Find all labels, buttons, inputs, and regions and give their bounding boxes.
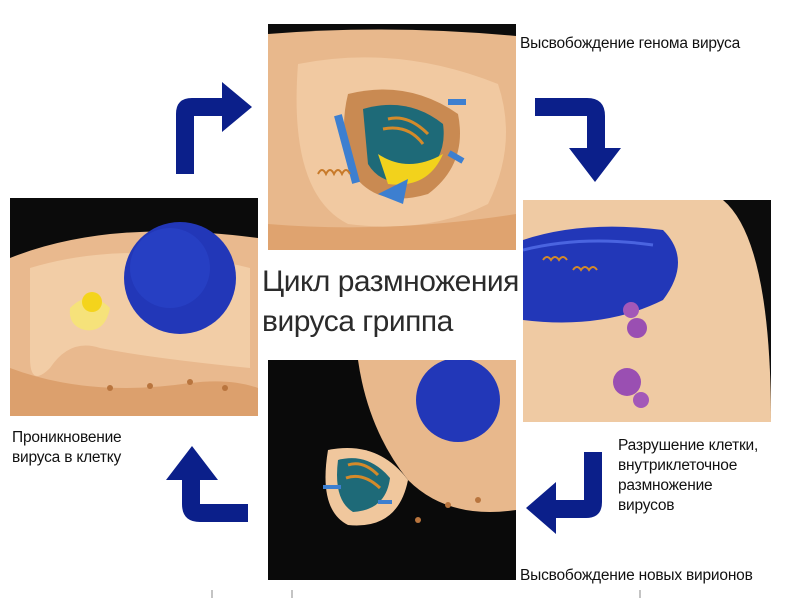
illustration-virion-release bbox=[268, 360, 516, 580]
diagram-title: Цикл размножения вируса гриппа bbox=[262, 262, 532, 342]
illustration-replication bbox=[523, 200, 771, 422]
illustration-genome-release bbox=[268, 24, 516, 250]
bottom-scan-marks bbox=[0, 586, 800, 600]
caption-release-genome: Высвобождение генома вируса bbox=[520, 34, 740, 54]
caption-penetration: Проникновение вируса в клетку bbox=[12, 428, 121, 468]
illustration-penetration bbox=[10, 198, 258, 416]
caption-release-virions: Высвобождение новых вирионов bbox=[520, 566, 753, 586]
cycle-arrow-up-right-icon bbox=[160, 74, 260, 174]
cycle-arrow-right-down-icon bbox=[535, 90, 635, 190]
caption-destruction: Разрушение клетки, внутриклеточное размн… bbox=[618, 436, 758, 516]
cycle-arrow-down-left-icon bbox=[520, 452, 610, 547]
cycle-arrow-left-up-icon bbox=[160, 440, 260, 535]
